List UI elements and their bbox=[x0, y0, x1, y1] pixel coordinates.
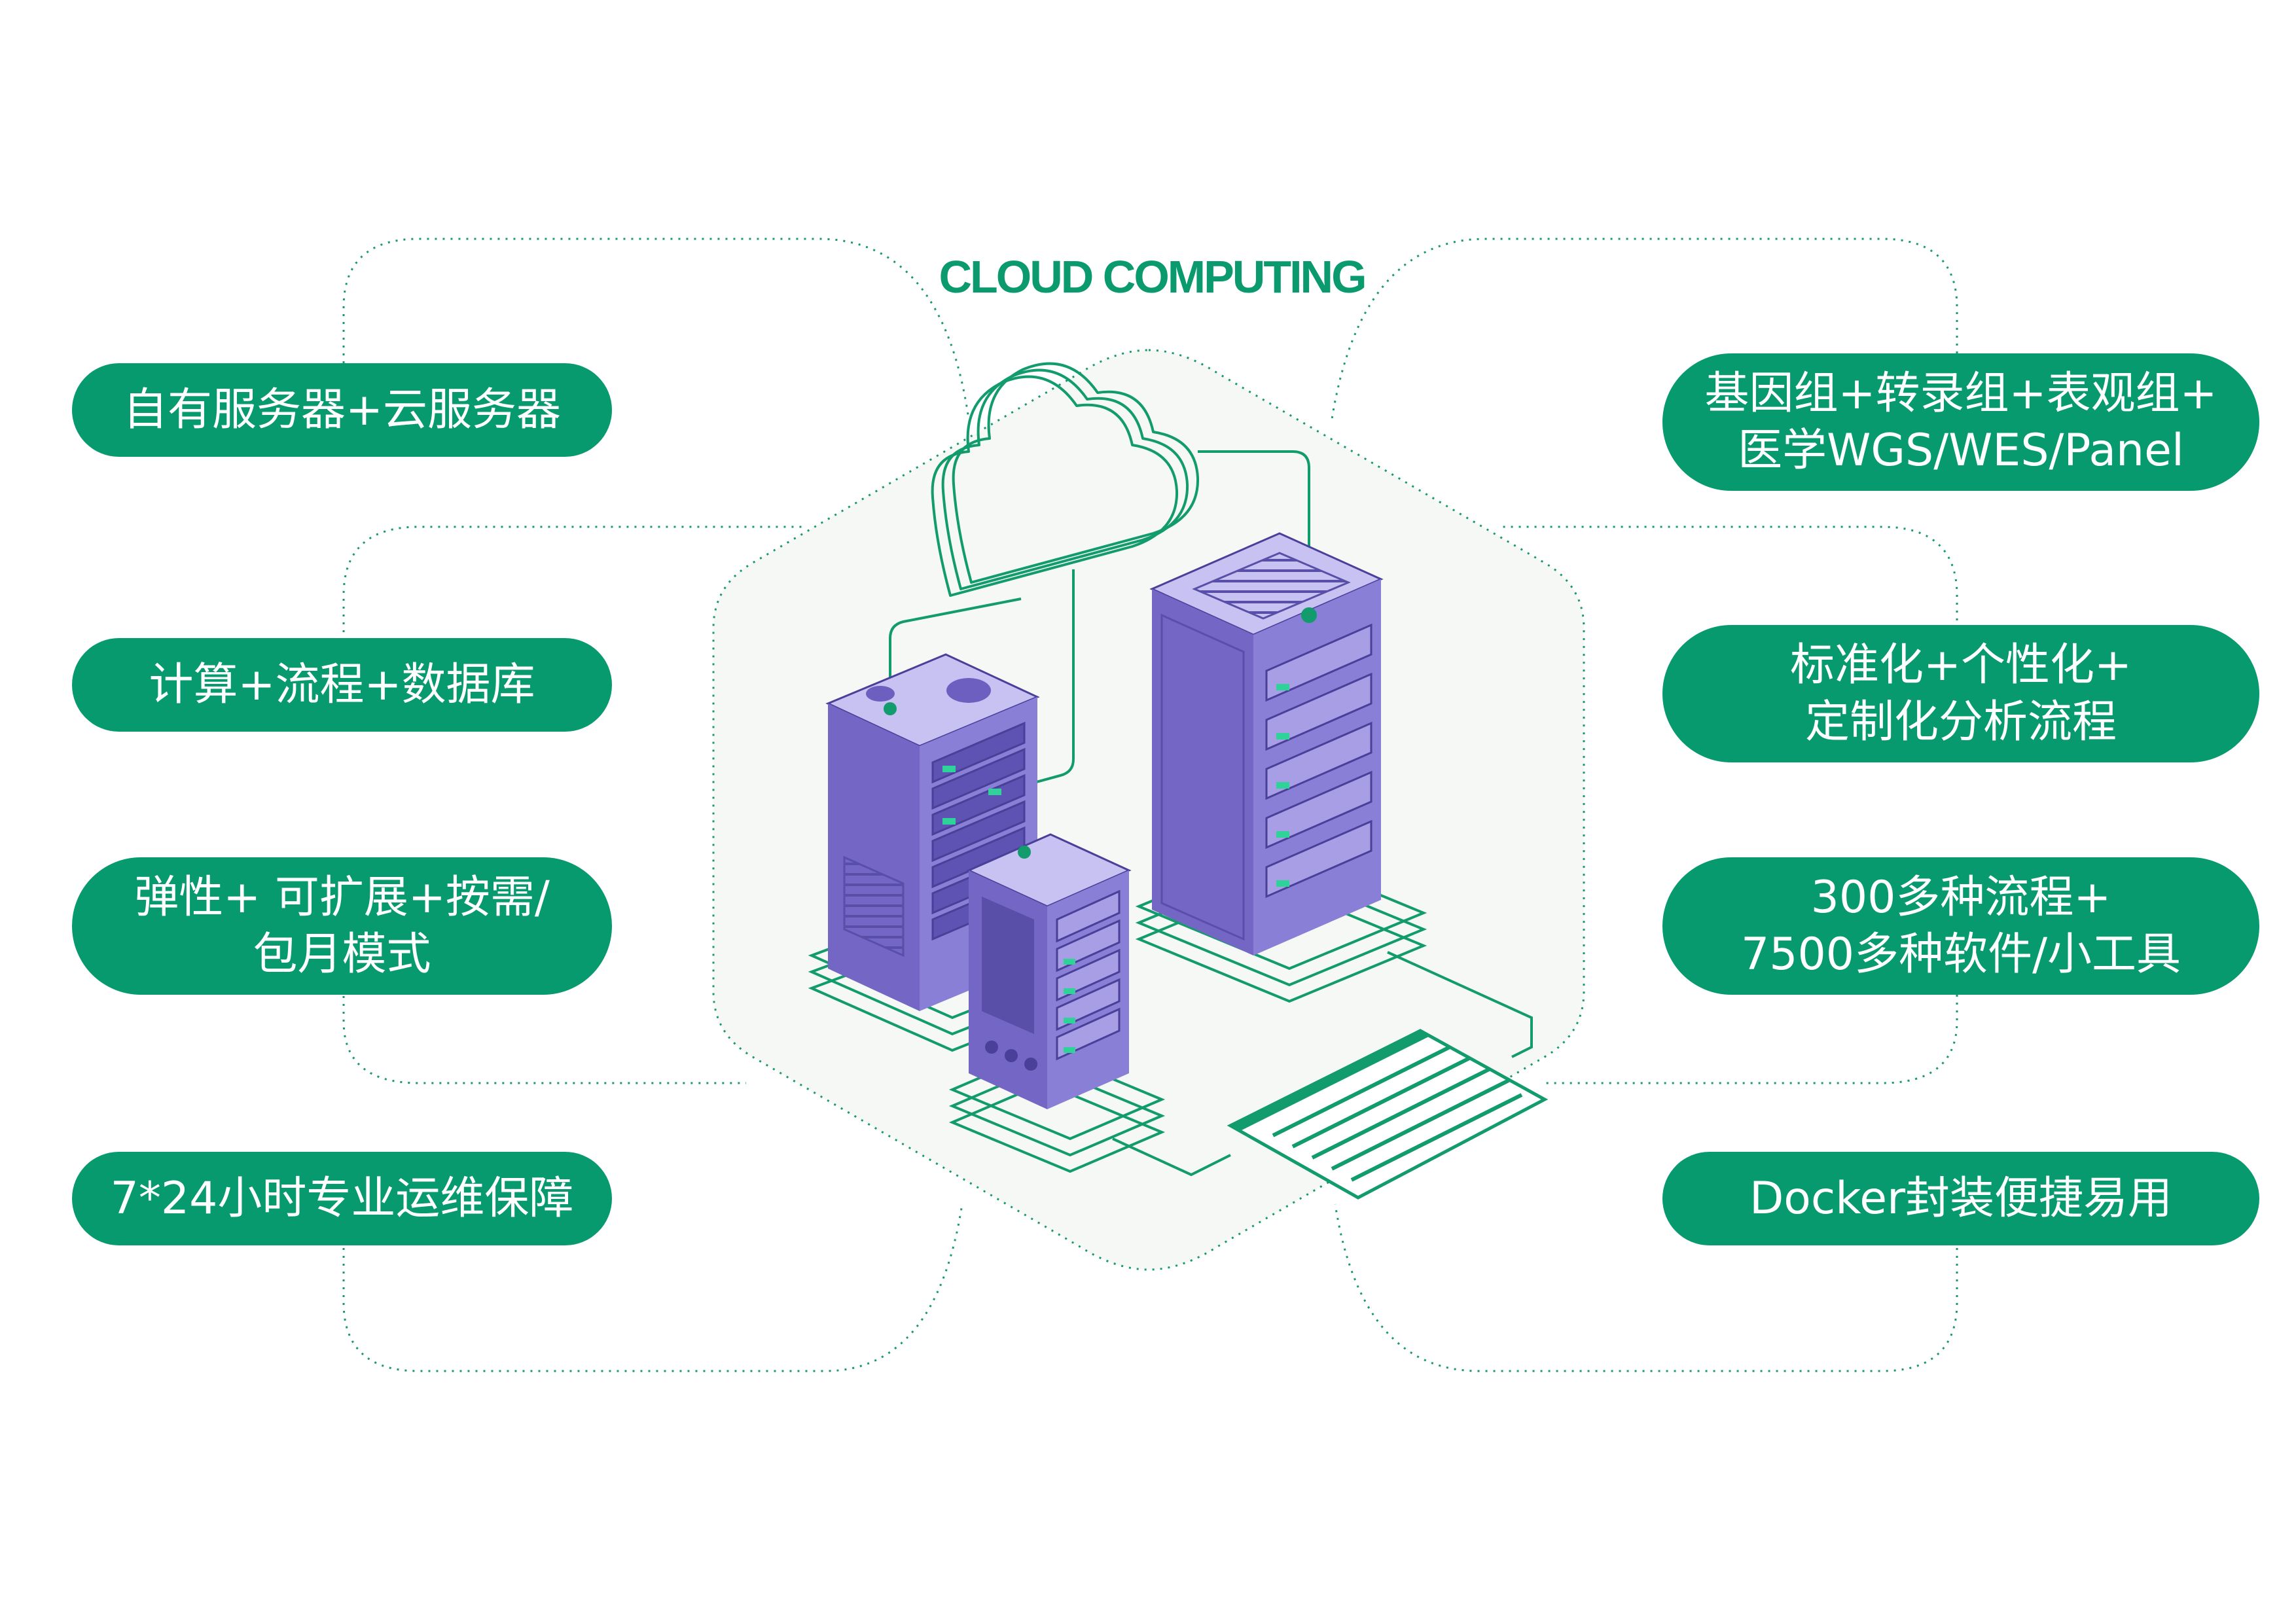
cloud-to-left-server bbox=[889, 597, 1022, 707]
cloud-to-big-server bbox=[1198, 450, 1310, 612]
pill-text-line-1: 弹性+ 可扩展+按需/ bbox=[134, 871, 550, 923]
big-server-to-document bbox=[1387, 951, 1533, 1058]
cloud-to-center-server bbox=[1023, 569, 1075, 851]
network-lines bbox=[889, 450, 1533, 1177]
diagram-title: CLOUD COMPUTING bbox=[939, 251, 1367, 302]
feature-pill-omics-medical-sequencing: 基因组+转录组+表观组+ 医学WGS/WES/Panel bbox=[1662, 353, 2259, 491]
feature-pill-compute-pipeline-database: 计算+流程+数据库 bbox=[72, 638, 612, 732]
pill-text: 计算+流程+数据库 bbox=[149, 658, 535, 711]
cloud-icon bbox=[931, 362, 1200, 597]
pill-text-line-1: 标准化+个性化+ bbox=[1790, 639, 2132, 691]
server-rack-icon bbox=[1135, 532, 1427, 1003]
connector-left-bottom bbox=[342, 1204, 963, 1372]
pill-text-line-1: 基因组+转录组+表观组+ bbox=[1704, 367, 2217, 419]
pill-text-line-2: 包月模式 bbox=[253, 929, 431, 980]
pill-text-line-2: 7500多种软件/小工具 bbox=[1741, 929, 2181, 980]
feature-pill-pipelines-and-software-count: 300多种流程+ 7500多种软件/小工具 bbox=[1662, 857, 2259, 995]
connector-right-low bbox=[1545, 995, 1958, 1084]
feature-pill-elastic-scalable-billing: 弹性+ 可扩展+按需/ 包月模式 bbox=[72, 857, 612, 995]
pill-text: 自有服务器+云服务器 bbox=[123, 383, 561, 436]
center-server-to-document bbox=[1112, 1137, 1231, 1177]
pill-text-line-2: 定制化分析流程 bbox=[1804, 696, 2117, 748]
feature-pill-custom-analysis-pipelines: 标准化+个性化+ 定制化分析流程 bbox=[1662, 625, 2259, 762]
document-icon bbox=[1227, 1029, 1549, 1200]
connector-right-bottom bbox=[1334, 1204, 1958, 1372]
pill-text-line-1: 300多种流程+ bbox=[1810, 871, 2111, 923]
connector-left-mid bbox=[342, 526, 805, 648]
connector-left-top bbox=[342, 238, 970, 419]
connection-dots bbox=[884, 607, 1317, 859]
pill-text: Docker封装便捷易用 bbox=[1749, 1172, 2173, 1224]
pill-text: 7*24小时专业运维保障 bbox=[110, 1172, 574, 1224]
server-rack-icon bbox=[948, 833, 1166, 1173]
pill-text-line-2: 医学WGS/WES/Panel bbox=[1738, 425, 2184, 476]
connector-lines bbox=[342, 238, 1958, 1372]
feature-pill-24x7-operations: 7*24小时专业运维保障 bbox=[72, 1152, 612, 1245]
feature-pill-docker-packaging: Docker封装便捷易用 bbox=[1662, 1152, 2259, 1245]
connector-left-low bbox=[342, 988, 746, 1084]
feature-pill-own-and-cloud-servers: 自有服务器+云服务器 bbox=[72, 363, 612, 457]
